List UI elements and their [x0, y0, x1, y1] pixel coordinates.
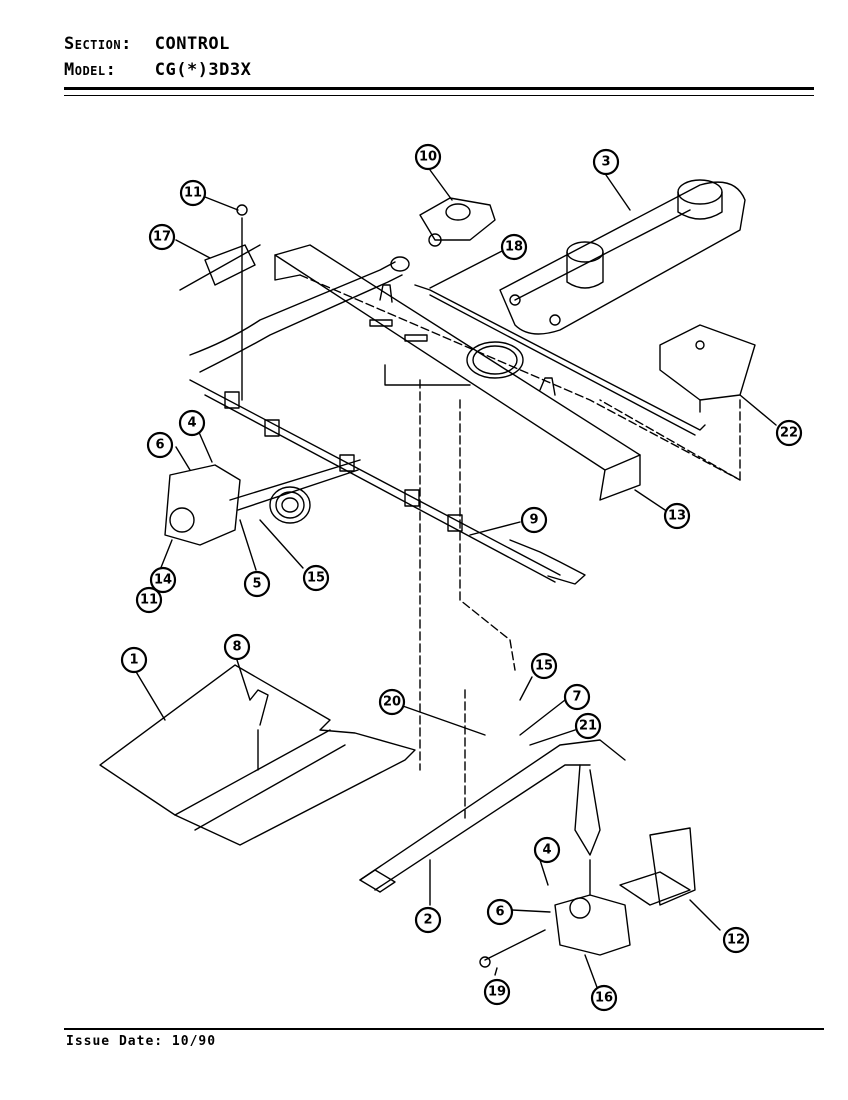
callout-15-low: 15: [530, 652, 558, 680]
callout-15-low-label: 15: [535, 659, 553, 674]
top-burner-assembly: [499, 179, 746, 335]
section-value: CONTROL: [154, 34, 230, 54]
callout-6-top-label: 6: [155, 438, 164, 453]
header-rule-thin: [64, 95, 814, 96]
bracket-12: [619, 827, 696, 906]
callout-1-label: 1: [129, 653, 138, 668]
burner-base-part: [419, 197, 496, 247]
mounting-bracket-22: [659, 324, 756, 413]
callout-5-label: 5: [252, 577, 261, 592]
callout-11-bottom-label: 11: [140, 593, 158, 608]
callout-7-label: 7: [572, 690, 581, 705]
callout-2-label: 2: [423, 913, 432, 928]
callout-9: 9: [520, 506, 548, 534]
callout-16-label: 16: [595, 991, 613, 1006]
lower-manifold-pipe: [359, 739, 626, 893]
callout-3-label: 3: [601, 155, 610, 170]
manifold-bracket: [274, 244, 641, 501]
callout-21-label: 21: [579, 719, 597, 734]
callout-5: 5: [243, 570, 271, 598]
callout-14-label: 14: [154, 573, 172, 588]
callout-15-mid-label: 15: [307, 571, 325, 586]
callout-18-label: 18: [505, 240, 523, 255]
callout-19: 19: [483, 978, 511, 1006]
valve-part-17: [179, 204, 261, 401]
callout-20-label: 20: [383, 695, 401, 710]
callout-13-label: 13: [668, 509, 686, 524]
callout-15-mid: 15: [302, 564, 330, 592]
callout-19-label: 19: [488, 985, 506, 1000]
header-rule-thick: [64, 87, 814, 90]
callout-9-label: 9: [529, 513, 538, 528]
callout-11-top-label: 11: [184, 186, 202, 201]
callout-10-label: 10: [419, 150, 437, 165]
callout-21: 21: [574, 712, 602, 740]
callout-17-label: 17: [153, 230, 171, 245]
callout-22-label: 22: [780, 426, 798, 441]
model-heading: Model: CG(*)3D3X: [64, 60, 251, 80]
callout-6-bottom-label: 6: [495, 905, 504, 920]
callout-11-top: 11: [179, 179, 207, 207]
callout-4-top-label: 4: [187, 416, 196, 431]
callout-22: 22: [775, 419, 803, 447]
callout-12-label: 12: [727, 933, 745, 948]
callout-12: 12: [722, 926, 750, 954]
manifold-valves: [224, 391, 463, 532]
upper-manifold-pipe: [189, 256, 586, 585]
callout-14: 14: [149, 566, 177, 594]
model-value: CG(*)3D3X: [154, 60, 252, 80]
callout-8-label: 8: [232, 640, 241, 655]
callout-8: 8: [223, 633, 251, 661]
callout-7: 7: [563, 683, 591, 711]
issue-date: Issue Date: 10/90: [66, 1034, 217, 1049]
callout-11-bottom: 11: [135, 586, 163, 614]
shield-clip-8: [249, 689, 269, 771]
coil-spring: [269, 486, 311, 524]
callout-2: 2: [414, 906, 442, 934]
callout-3: 3: [592, 148, 620, 176]
burner-shield: [99, 664, 416, 846]
footer-rule: [64, 1028, 824, 1030]
callout-4-bottom: 4: [533, 836, 561, 864]
callout-17: 17: [148, 223, 176, 251]
bolt-19: [479, 929, 546, 968]
leader-lines: [134, 169, 777, 991]
callout-18: 18: [500, 233, 528, 261]
section-label: Section:: [64, 34, 132, 54]
callout-4-top: 4: [178, 409, 206, 437]
callout-20: 20: [378, 688, 406, 716]
model-label: Model:: [64, 60, 117, 80]
callout-6-bottom: 6: [486, 898, 514, 926]
reference-lines: [299, 274, 741, 821]
section-heading: Section: CONTROL: [64, 34, 230, 54]
callout-10: 10: [414, 143, 442, 171]
callout-16: 16: [590, 984, 618, 1012]
callout-1: 1: [120, 646, 148, 674]
callout-6-top: 6: [146, 431, 174, 459]
callout-4-bottom-label: 4: [542, 843, 551, 858]
capillary-tube: [384, 284, 706, 436]
callout-13: 13: [663, 502, 691, 530]
left-valve-body: [164, 459, 361, 546]
lower-valve-body: [554, 859, 631, 956]
